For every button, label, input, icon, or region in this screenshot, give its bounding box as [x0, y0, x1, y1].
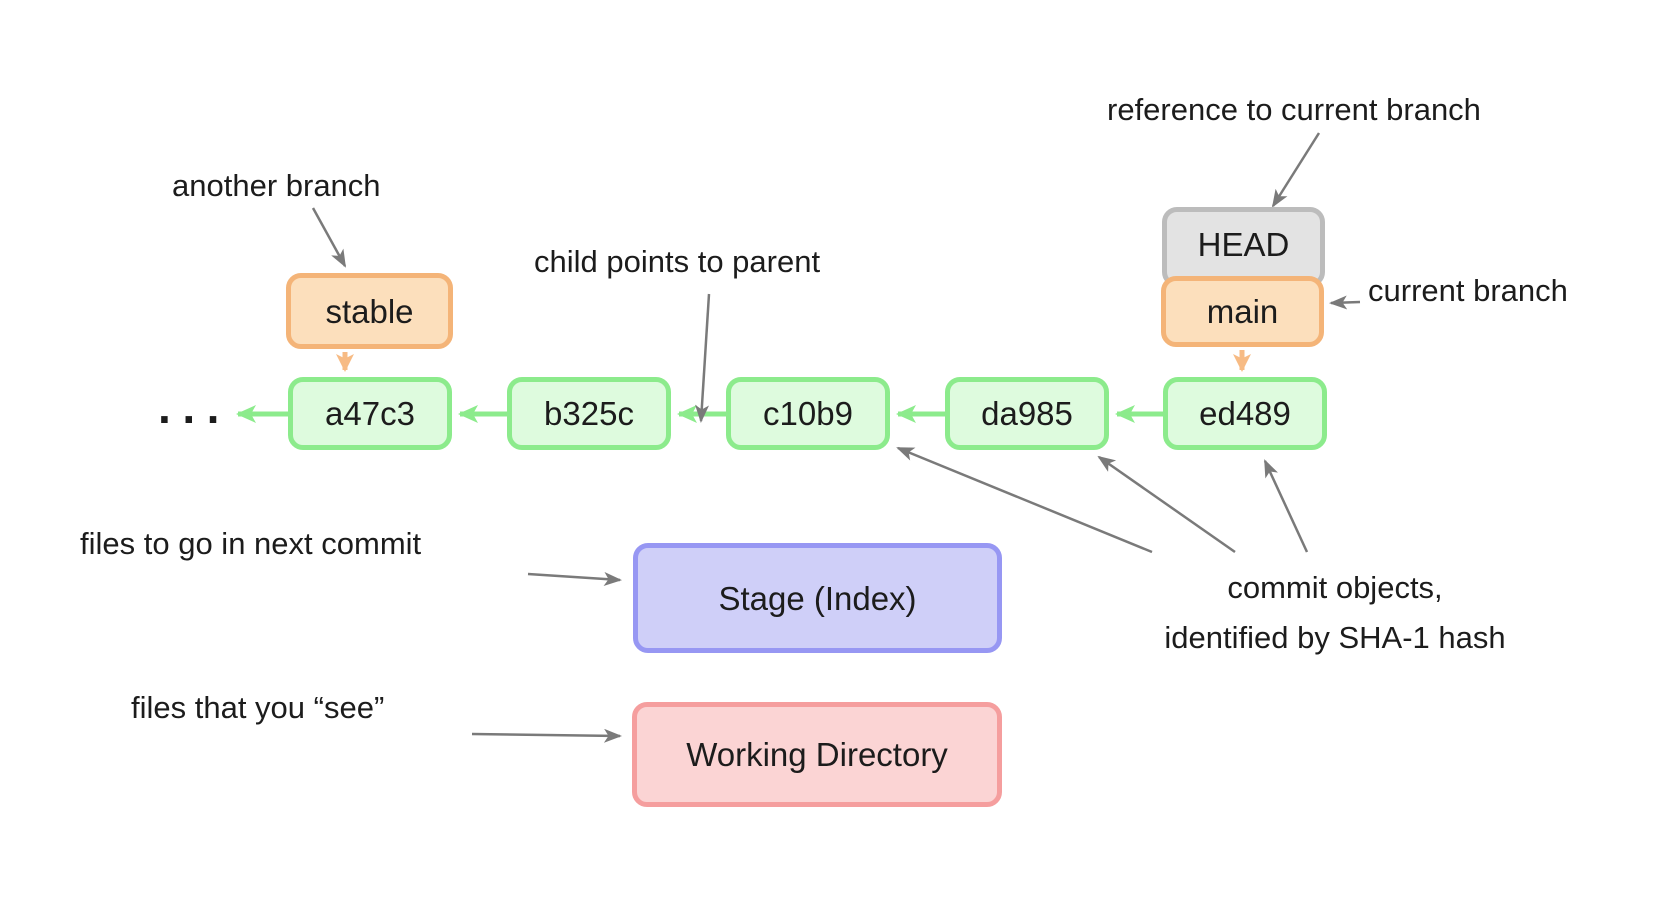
arrow-files-to-stage [527, 571, 622, 586]
branch-node-stable: stable [286, 273, 453, 349]
branch-label: main [1206, 293, 1279, 330]
arrow-commit-objects-to-da985 [1097, 455, 1236, 554]
head-ref-node: HEAD [1162, 207, 1325, 287]
branch-node-main: main [1161, 276, 1324, 347]
annotation-files-next-commit: files to go in next commit [80, 526, 422, 561]
commit-node-ed489: ed489 [1163, 377, 1327, 450]
annotation-current-branch: current branch [1368, 273, 1568, 308]
commit-hash: da985 [981, 395, 1073, 432]
commit-node-da985: da985 [945, 377, 1109, 450]
stage-label: Stage (Index) [718, 579, 917, 617]
arrow-current-branch-to-main [1329, 295, 1361, 310]
commit-hash: c10b9 [763, 395, 853, 432]
head-label: HEAD [1197, 226, 1290, 263]
annotation-child-points-to-parent: child points to parent [534, 244, 821, 279]
annotation-reference-to-current-branch: reference to current branch [1107, 92, 1481, 127]
arrow-commit-objects-to-c10b9 [896, 446, 1153, 554]
annotation-files-you-see: files that you “see” [131, 690, 385, 725]
arrow-files-to-working [471, 728, 622, 743]
commit-node-b325c: b325c [507, 377, 671, 450]
stage-index-box: Stage (Index) [633, 543, 1002, 653]
annotation-another-branch: another branch [172, 168, 381, 203]
arrow-commit-objects-to-ed489 [1263, 459, 1309, 553]
annotation-commit-objects-line1: commit objects, [1227, 570, 1443, 605]
commit-hash: a47c3 [325, 395, 415, 432]
commit-node-a47c3: a47c3 [288, 377, 452, 450]
annotation-commit-objects: commit objects, identified by SHA-1 hash [1115, 563, 1555, 663]
commit-node-c10b9: c10b9 [726, 377, 890, 450]
commit-hash: ed489 [1199, 395, 1291, 432]
branch-label: stable [325, 292, 414, 330]
arrow-reference-to-head [1271, 132, 1321, 208]
branch-pointer-arrows [336, 350, 1251, 372]
arrow-child-points-to-parent [695, 293, 711, 423]
older-commits-ellipsis: ··· [158, 393, 231, 445]
annotation-commit-objects-line2: identified by SHA-1 hash [1164, 620, 1506, 655]
working-directory-box: Working Directory [632, 702, 1002, 807]
commit-hash: b325c [544, 395, 634, 432]
arrow-another-branch-to-stable [311, 207, 347, 268]
working-label: Working Directory [686, 736, 948, 773]
